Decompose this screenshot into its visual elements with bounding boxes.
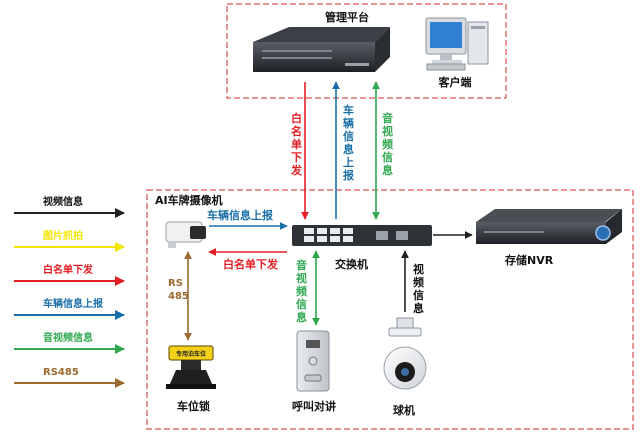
switch-port bbox=[317, 236, 327, 242]
switch-av-label: 音视频信息 bbox=[296, 258, 307, 324]
switch-port bbox=[317, 228, 327, 234]
switch-ports bbox=[304, 228, 408, 242]
client-computer-icon[interactable] bbox=[425, 17, 489, 71]
storage-nvr-icon[interactable] bbox=[476, 209, 622, 244]
switch-label: 交换机 bbox=[335, 257, 368, 271]
switch-port bbox=[330, 236, 340, 242]
dome-label: 球机 bbox=[393, 403, 415, 417]
parking-lock-icon[interactable]: 专用泊车位 bbox=[166, 345, 216, 389]
field-zone-border bbox=[146, 189, 634, 430]
whitelist-down-label: 白名单下发 bbox=[290, 111, 303, 177]
switch-icon[interactable] bbox=[292, 225, 432, 246]
intercom-icon[interactable] bbox=[296, 330, 330, 392]
switch-port bbox=[304, 236, 314, 242]
management-server-icon[interactable] bbox=[253, 27, 390, 72]
legend-label: 图片抓拍 bbox=[43, 229, 83, 242]
dome-video-label: 视频信息 bbox=[413, 262, 424, 315]
legend-label: RS485 bbox=[43, 367, 79, 378]
switch-uplink-port bbox=[396, 231, 408, 240]
cam-whitelist-down-label: 白名单下发 bbox=[223, 257, 279, 271]
camera-label: AI车牌摄像机 bbox=[155, 193, 223, 207]
lock-label: 车位锁 bbox=[177, 399, 210, 413]
platform-zone-border bbox=[226, 3, 507, 99]
legend-label: 视频信息 bbox=[43, 195, 83, 208]
platform-label: 管理平台 bbox=[325, 10, 369, 24]
client-label: 客户端 bbox=[438, 75, 472, 89]
switch-port bbox=[304, 228, 314, 234]
legend-label: 车辆信息上报 bbox=[43, 297, 103, 310]
vehicle-up-label: 车辆信息上报 bbox=[343, 103, 355, 182]
nvr-label: 存储NVR bbox=[505, 253, 554, 267]
dome-camera-icon[interactable] bbox=[383, 317, 427, 390]
switch-port bbox=[343, 228, 353, 234]
legend-label: 白名单下发 bbox=[43, 263, 94, 276]
intercom-label: 呼叫对讲 bbox=[292, 399, 336, 413]
connections bbox=[184, 81, 473, 341]
legend-label: 音视频信息 bbox=[43, 331, 93, 344]
cam-vehicle-up-label: 车辆信息上报 bbox=[207, 208, 274, 222]
switch-port bbox=[330, 228, 340, 234]
av-info-label: 音视频信息 bbox=[382, 111, 393, 177]
parking-lock-sign: 专用泊车位 bbox=[176, 350, 206, 358]
switch-uplink-port bbox=[376, 231, 388, 240]
ai-plate-camera-icon[interactable] bbox=[165, 221, 206, 248]
switch-port bbox=[343, 236, 353, 242]
